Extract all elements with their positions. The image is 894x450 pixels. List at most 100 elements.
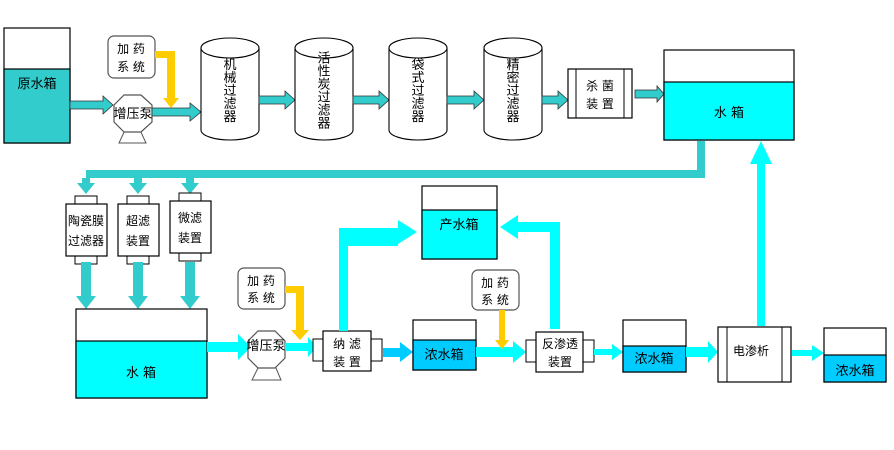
filter-label-char: 滤: [317, 104, 330, 119]
water-tank-label: 水 箱: [714, 105, 744, 121]
filter-label-char: 袋: [411, 58, 424, 73]
flow-arrow: [634, 84, 665, 104]
flow-arrow: [76, 262, 96, 309]
product-tank-label: 产水箱: [439, 217, 478, 233]
dosing-label-1: 加 药: [247, 274, 275, 288]
flow-arrow: [258, 90, 296, 110]
dosing-feed-arrow: [155, 51, 179, 108]
nanofiltration-unit[interactable]: 纳 滤 装 置: [312, 330, 383, 372]
concentrate-tank-1[interactable]: 浓水箱: [412, 319, 477, 371]
flow-arrow: [129, 178, 147, 194]
ro-label-1: 反渗透: [542, 336, 578, 351]
booster-pump-2[interactable]: 增压泵: [246, 330, 286, 381]
pump-label: 增压泵: [113, 107, 152, 122]
filter-label-char: 炭: [317, 78, 330, 93]
pump-label: 增压泵: [246, 339, 285, 354]
flow-arrow: [181, 178, 199, 194]
membrane-label: 装置: [126, 234, 150, 248]
membrane-label: 装置: [178, 231, 202, 245]
filter-label-char: 械: [223, 71, 236, 86]
membrane-label: 微滤: [178, 211, 202, 225]
water-tank-label: 水 箱: [126, 365, 156, 381]
flow-arrow: [476, 341, 526, 363]
flow-arrow: [77, 178, 95, 194]
flow-arrow: [792, 345, 824, 361]
filter-label-char: 性: [317, 65, 330, 80]
water-tank-1[interactable]: 水 箱: [663, 49, 795, 141]
distribution-pipe: [86, 141, 705, 178]
filter-label-char: 器: [317, 117, 330, 132]
membrane-label: 超滤: [126, 213, 150, 228]
dosing-system-2[interactable]: 加 药 系 统: [237, 267, 286, 310]
concentrate-tank-label: 浓水箱: [424, 347, 463, 363]
electrodialysis-unit[interactable]: 电渗析: [717, 326, 792, 383]
permeate-flow-arrow: [339, 220, 417, 331]
flow-arrow: [285, 337, 317, 357]
concentrate-tank-2[interactable]: 浓水箱: [622, 319, 687, 373]
filter-label-char: 密: [506, 70, 519, 86]
dosing-system-3[interactable]: 加 药 系 统: [471, 269, 520, 311]
sterilizer-unit[interactable]: 杀 菌 装 置: [567, 68, 633, 119]
filter-label-char: 滤: [411, 97, 424, 112]
raw-water-tank-label: 原水箱: [17, 76, 56, 92]
flow-arrow: [352, 90, 390, 110]
nf-label-1: 纳 滤: [333, 337, 361, 351]
filter-label-char: 器: [223, 110, 236, 125]
flow-arrow: [446, 90, 485, 110]
flow-arrow: [383, 342, 413, 362]
sterilizer-label-2: 装 置: [586, 97, 614, 111]
nf-label-2: 装 置: [333, 355, 361, 369]
flow-arrow: [594, 344, 623, 360]
filter-label-char: 器: [506, 110, 519, 125]
flow-arrow: [686, 341, 718, 363]
filter-label-char: 式: [411, 71, 424, 86]
product-water-tank[interactable]: 产水箱: [421, 185, 498, 260]
membrane-label: 陶瓷膜: [68, 213, 104, 228]
water-tank-2[interactable]: 水 箱: [75, 308, 208, 399]
filter-label-char: 精: [506, 58, 519, 73]
dosing-system-1[interactable]: 加 药 系 统: [107, 35, 156, 79]
sterilizer-label-1: 杀 菌: [586, 78, 614, 93]
concentrate-tank-label: 浓水箱: [634, 351, 673, 367]
flow-arrow: [180, 262, 200, 309]
raw-water-tank[interactable]: 原水箱: [3, 27, 71, 144]
filter-label-char: 滤: [223, 97, 236, 112]
dosing-label-2: 系 统: [481, 293, 509, 307]
membrane-label: 过滤器: [68, 234, 104, 248]
filter-label-char: 过: [411, 84, 424, 99]
filter-label-char: 器: [411, 110, 424, 125]
flow-arrow: [151, 102, 202, 122]
ed-label: 电渗析: [733, 343, 769, 358]
filter-label-char: 机: [223, 58, 236, 73]
flow-arrow: [69, 95, 114, 115]
filter-label-char: 滤: [506, 97, 519, 112]
concentrate-tank-label: 浓水箱: [835, 363, 874, 379]
dosing-feed-arrow: [285, 286, 309, 340]
dosing-label-1: 加 药: [481, 276, 509, 290]
flow-arrow: [207, 334, 251, 360]
filter-label-char: 过: [317, 91, 330, 106]
return-flow-arrow: [750, 141, 772, 326]
concentrate-tank-3[interactable]: 浓水箱: [823, 327, 887, 383]
flow-arrow: [541, 90, 569, 110]
ro-label-2: 装置: [548, 355, 572, 369]
flow-arrow: [128, 262, 148, 309]
booster-pump-1[interactable]: 增压泵: [113, 94, 153, 144]
dosing-label-1: 加 药: [117, 42, 145, 56]
filter-label-char: 活: [317, 52, 330, 67]
filter-label-char: 过: [223, 84, 236, 99]
permeate-flow-arrow: [500, 215, 560, 329]
dosing-label-2: 系 统: [117, 60, 145, 74]
reverse-osmosis-unit[interactable]: 反渗透 装置: [525, 331, 595, 373]
dosing-label-2: 系 统: [247, 291, 275, 305]
dosing-feed-arrow: [495, 310, 509, 349]
filter-label-char: 过: [506, 84, 519, 99]
